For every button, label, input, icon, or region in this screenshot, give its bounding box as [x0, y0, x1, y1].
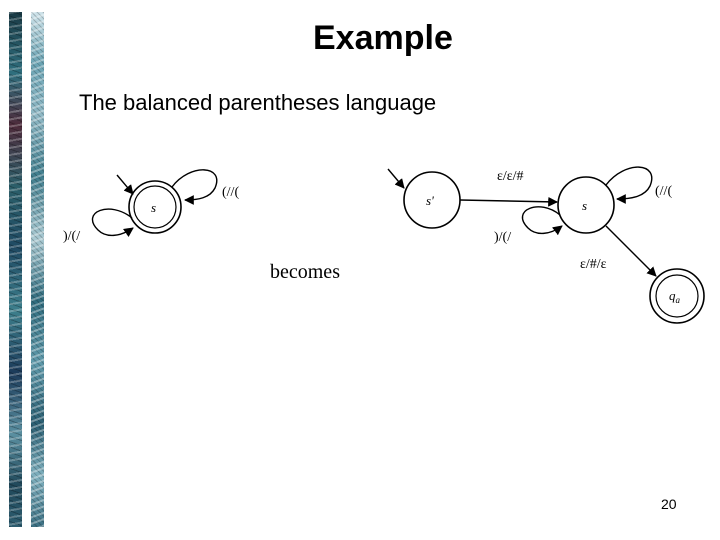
decorative-side-strip-right — [31, 12, 44, 527]
left-loop-top-label: (//( — [222, 185, 239, 200]
left-state-s-label: s — [151, 200, 156, 215]
left-loop-top-edge — [171, 169, 218, 205]
right-loop-top-edge — [605, 166, 653, 204]
left-loop-left-label: )/(/ — [63, 229, 80, 244]
edge-s-prime-to-s-label: ε/ε/# — [497, 169, 524, 184]
right-loop-left-label: )/(/ — [494, 230, 511, 245]
left-loop-left-edge — [91, 208, 134, 238]
right-state-s-label: s — [582, 198, 587, 213]
right-loop-top-label: (//( — [655, 184, 672, 199]
left-machine: s (//( )/(/ — [63, 169, 239, 244]
edge-s-to-q — [605, 225, 657, 277]
becomes-label: becomes — [270, 261, 340, 283]
right-state-s — [557, 176, 615, 234]
edge-s-to-q-label: ε/#/ε — [580, 257, 607, 272]
left-start-arrow — [116, 174, 134, 195]
right-state-q-main: q — [669, 288, 676, 303]
left-state-s-outer — [128, 180, 182, 234]
left-state-s-inner — [133, 185, 177, 229]
right-loop-left-edge — [521, 206, 563, 236]
right-state-q-label: qa — [669, 288, 681, 305]
right-state-q-inner — [655, 274, 699, 318]
right-start-arrow — [387, 168, 405, 189]
right-state-q-subscript: a — [676, 295, 681, 305]
right-state-s-prime-label: s' — [426, 193, 434, 208]
edge-s-prime-to-s — [459, 196, 558, 207]
slide-subtitle: The balanced parentheses language — [79, 90, 437, 115]
right-state-q-outer — [649, 268, 705, 324]
decorative-side-strip-left — [9, 12, 22, 527]
right-machine: s' ε/ε/# s (//( )/(/ ε/#/ε qa — [387, 166, 705, 324]
slide-title: Example — [313, 19, 453, 57]
page-number: 20 — [661, 496, 677, 512]
